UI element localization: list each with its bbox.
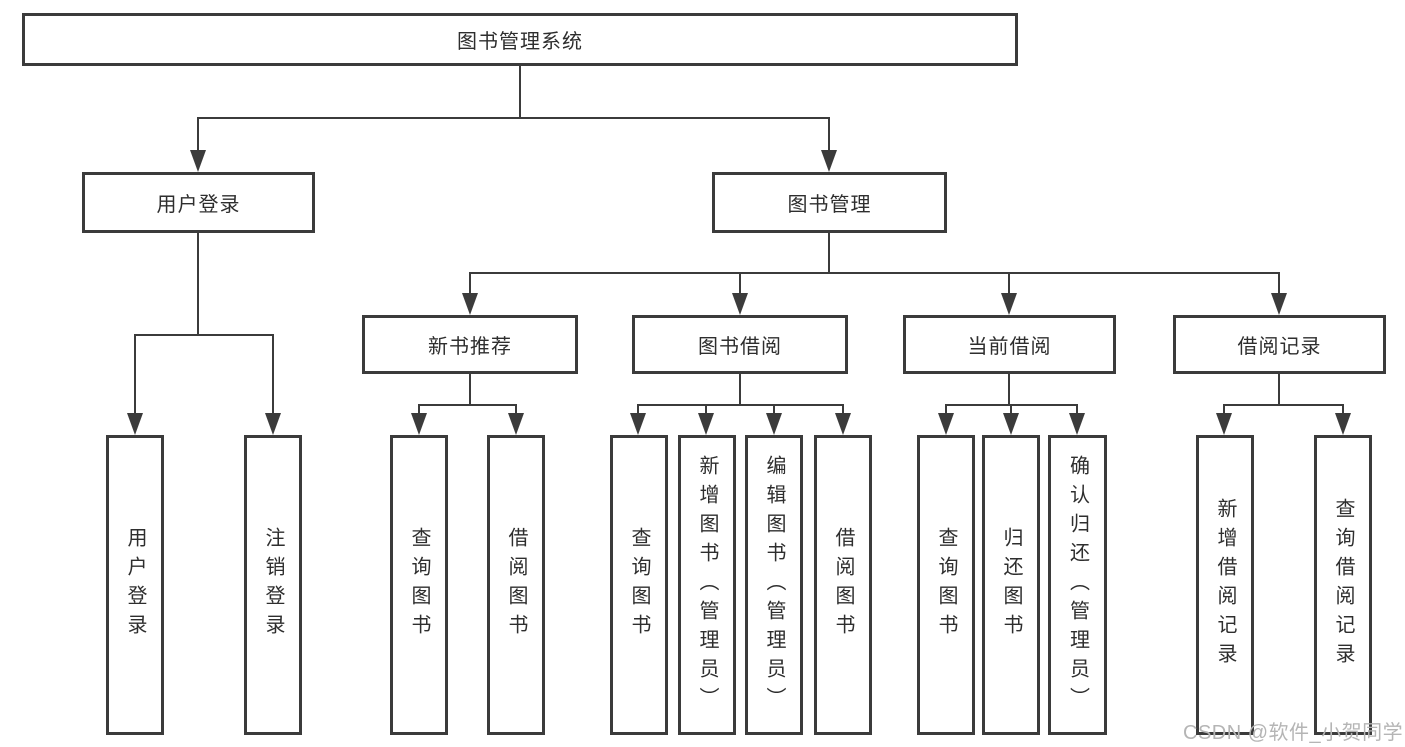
- connector-line: [197, 117, 830, 119]
- connector-line: [637, 404, 844, 406]
- arrow-down-icon: [1216, 413, 1232, 435]
- connector-line: [739, 374, 741, 405]
- connector-line: [828, 117, 830, 153]
- leaf-borrow-books: 借阅图书: [814, 435, 872, 735]
- leaf-query-books-borrow: 查询图书: [610, 435, 668, 735]
- csdn-watermark: CSDN @软件_小贺同学: [1183, 722, 1404, 744]
- leaf-add-book-admin: 新增图书（管理员）: [678, 435, 736, 735]
- connector-line: [705, 404, 707, 415]
- node-book-management: 图书管理: [712, 172, 947, 233]
- connector-line: [945, 404, 947, 415]
- arrow-down-icon: [265, 413, 281, 435]
- node-label: 图书借阅: [698, 336, 782, 358]
- node-label: 编辑图书（管理员）: [763, 454, 785, 716]
- node-label: 用户登录: [124, 527, 146, 643]
- connector-line: [418, 404, 517, 406]
- node-label: 借阅记录: [1237, 336, 1322, 358]
- node-current-borrow: 当前借阅: [903, 315, 1116, 374]
- arrow-down-icon: [127, 413, 143, 435]
- node-label: 新书推荐: [428, 336, 512, 358]
- connector-line: [1278, 272, 1280, 295]
- leaf-query-borrow-record: 查询借阅记录: [1314, 435, 1372, 735]
- leaf-borrow-books-recommend: 借阅图书: [487, 435, 545, 735]
- node-book-borrow: 图书借阅: [632, 315, 848, 374]
- node-label: 当前借阅: [967, 336, 1052, 358]
- node-label: 查询借阅记录: [1332, 498, 1354, 672]
- leaf-user-login: 用户登录: [106, 435, 164, 735]
- arrow-down-icon: [698, 413, 714, 435]
- arrow-down-icon: [766, 413, 782, 435]
- connector-line: [469, 272, 471, 295]
- connector-line: [1223, 404, 1344, 406]
- leaf-edit-book-admin: 编辑图书（管理员）: [745, 435, 803, 735]
- connector-line: [1008, 374, 1010, 405]
- connector-line: [418, 404, 420, 415]
- connector-line: [1223, 404, 1225, 415]
- leaf-query-books-recommend: 查询图书: [390, 435, 448, 735]
- connector-line: [828, 232, 830, 273]
- connector-line: [1342, 404, 1344, 415]
- node-user-login-branch: 用户登录: [82, 172, 315, 233]
- arrow-down-icon: [1335, 413, 1351, 435]
- connector-line: [519, 66, 521, 118]
- arrow-down-icon: [462, 293, 478, 315]
- arrow-down-icon: [732, 293, 748, 315]
- node-new-book-recommend: 新书推荐: [362, 315, 578, 374]
- connector-line: [134, 334, 136, 416]
- arrow-down-icon: [1069, 413, 1085, 435]
- leaf-add-borrow-record: 新增借阅记录: [1196, 435, 1254, 735]
- connector-line: [469, 272, 1280, 274]
- connector-line: [272, 334, 274, 416]
- arrow-down-icon: [938, 413, 954, 435]
- leaf-logout: 注销登录: [244, 435, 302, 735]
- connector-line: [197, 117, 199, 153]
- node-label: 借阅图书: [505, 527, 527, 643]
- connector-line: [1076, 404, 1078, 415]
- connector-line: [842, 404, 844, 415]
- node-borrow-records: 借阅记录: [1173, 315, 1386, 374]
- node-label: 借阅图书: [832, 527, 854, 643]
- node-label: 图书管理系统: [457, 31, 583, 53]
- arrow-down-icon: [1001, 293, 1017, 315]
- arrow-down-icon: [835, 413, 851, 435]
- node-label: 查询图书: [628, 527, 650, 643]
- node-label: 新增借阅记录: [1214, 498, 1236, 672]
- node-label: 新增图书（管理员）: [696, 454, 718, 716]
- arrow-down-icon: [1003, 413, 1019, 435]
- connector-line: [197, 232, 199, 335]
- arrow-down-icon: [630, 413, 646, 435]
- arrow-down-icon: [821, 150, 837, 172]
- leaf-return-books: 归还图书: [982, 435, 1040, 735]
- connector-line: [1010, 404, 1012, 415]
- connector-line: [739, 272, 741, 295]
- arrow-down-icon: [1271, 293, 1287, 315]
- connector-line: [469, 374, 471, 405]
- node-label: 查询图书: [935, 527, 957, 643]
- arrow-down-icon: [411, 413, 427, 435]
- arrow-down-icon: [508, 413, 524, 435]
- arrow-down-icon: [190, 150, 206, 172]
- connector-line: [1008, 272, 1010, 295]
- node-label: 确认归还（管理员）: [1066, 454, 1089, 716]
- connector-line: [637, 404, 639, 415]
- node-label: 图书管理: [787, 194, 872, 216]
- connector-line: [773, 404, 775, 415]
- connector-line: [1278, 374, 1280, 405]
- node-label: 注销登录: [262, 527, 284, 643]
- leaf-confirm-return-admin: 确认归还（管理员）: [1048, 435, 1107, 735]
- node-label: 归还图书: [1000, 527, 1022, 643]
- node-label: 用户登录: [156, 194, 241, 216]
- node-label: 查询图书: [408, 527, 430, 643]
- connector-line: [134, 334, 274, 336]
- leaf-query-books-current: 查询图书: [917, 435, 975, 735]
- node-book-management-system: 图书管理系统: [22, 13, 1018, 66]
- connector-line: [515, 404, 517, 415]
